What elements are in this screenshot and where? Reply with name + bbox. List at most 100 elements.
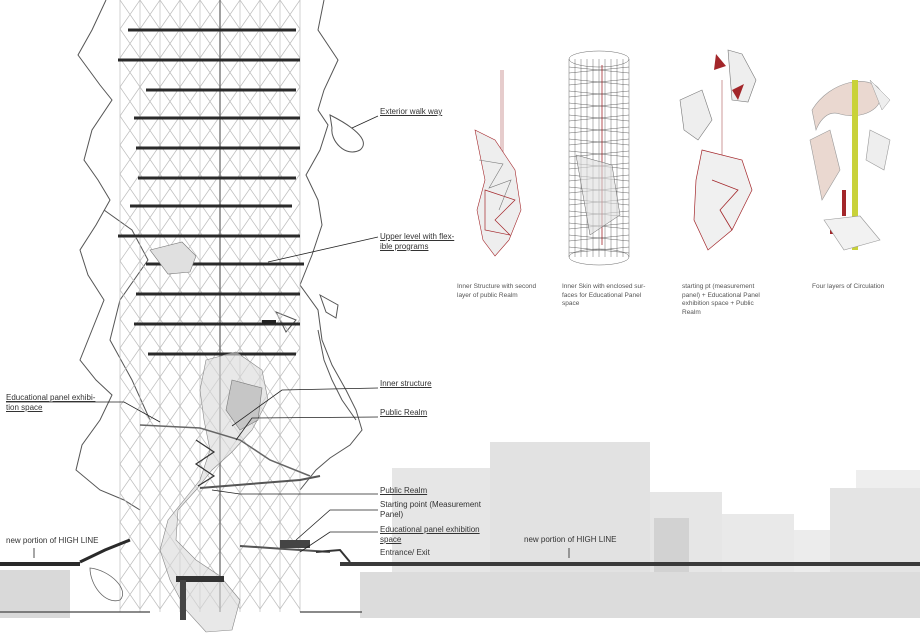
exterior-walkway-loop (329, 114, 364, 153)
public-realm-volume (149, 241, 197, 275)
high-line-ramp (315, 548, 351, 563)
thumb-mesh (714, 54, 726, 70)
grid-brace (259, 434, 281, 465)
grid-brace (159, 376, 181, 407)
grid-brace (199, 115, 221, 146)
high-line-ramp (79, 538, 131, 564)
grid-brace (259, 57, 281, 88)
stair (194, 439, 216, 487)
grid-brace (139, 28, 161, 59)
grid-brace (159, 28, 181, 59)
label-educational-panel-left: Educational panel exhibi- tion space (6, 393, 96, 412)
grid-brace (139, 550, 161, 581)
label-public-realm-2: Public Realm (380, 486, 428, 495)
grid-brace (279, 347, 301, 378)
grid-brace (239, 492, 261, 523)
thumb-mesh (727, 49, 757, 103)
grid-brace (139, 260, 161, 291)
grid-brace (139, 86, 161, 117)
label-exterior-walkway: Exterior walk way (380, 107, 443, 116)
grid-brace (279, 202, 301, 233)
exterior-skin (75, 0, 364, 511)
grid-brace (219, 115, 241, 146)
context-building (856, 470, 920, 488)
grid-brace (239, 86, 261, 117)
skin-internal-line (317, 329, 357, 421)
circulation-ramp (239, 545, 331, 553)
grid-brace (159, 0, 181, 30)
grid-brace (279, 57, 301, 88)
grid-brace (139, 463, 161, 494)
grid-brace (199, 86, 221, 117)
leader-line (351, 115, 379, 129)
thumb-mesh (478, 159, 512, 211)
grid-brace (239, 579, 261, 610)
grid-brace (119, 550, 141, 581)
leader-line (211, 489, 378, 495)
thumb-mesh (484, 189, 516, 236)
grid-brace (119, 376, 141, 407)
grid-brace (279, 28, 301, 59)
caption-starting-point: starting pt (measurement panel) + Educat… (682, 283, 760, 316)
leader-line (267, 236, 379, 263)
leader-lines (6, 115, 570, 558)
grid-brace (279, 376, 301, 407)
label-high-line-left: new portion of HIGH LINE (6, 536, 99, 545)
thumbnail-starting-point (679, 49, 757, 251)
grid-brace (179, 521, 201, 552)
label-educational-panel-right: Educational panel exhibition space (380, 525, 480, 544)
stair-block (176, 576, 224, 582)
grid-brace (239, 434, 261, 465)
thumbnail-inner-structure (474, 70, 522, 257)
thumb-mesh (693, 149, 753, 251)
grid-brace (179, 28, 201, 59)
context-building (360, 572, 920, 618)
grid-brace (279, 86, 301, 117)
grid-brace (179, 57, 201, 88)
grid-brace (279, 463, 301, 494)
grid-brace (219, 144, 241, 175)
grid-brace (259, 202, 281, 233)
grid-brace (119, 144, 141, 175)
grid-brace (119, 202, 141, 233)
grid-brace (239, 28, 261, 59)
label-entrance-exit: Entrance/ Exit (380, 548, 430, 557)
thumb-mesh (474, 129, 522, 257)
grid-brace (139, 434, 161, 465)
measurement-panel (280, 540, 310, 548)
grid-brace (119, 434, 141, 465)
thumbnail-inner-skin (568, 50, 630, 266)
grid-brace (219, 260, 241, 291)
thumb-bar (842, 190, 846, 216)
grid-brace (239, 260, 261, 291)
grid-brace (159, 463, 181, 494)
grid-brace (119, 347, 141, 378)
grid-brace (279, 173, 301, 204)
grid-brace (119, 260, 141, 291)
thumb-cylinder-line (568, 90, 630, 98)
grid-brace (119, 57, 141, 88)
ground-lines (0, 538, 920, 613)
high-line-slab (0, 562, 80, 566)
skin-left-outline (75, 0, 141, 511)
grid-brace (159, 434, 181, 465)
grid-brace (159, 144, 181, 175)
grid-brace (219, 86, 241, 117)
grid-brace (199, 492, 221, 523)
grid-brace (259, 144, 281, 175)
label-public-realm-1: Public Realm (380, 408, 428, 417)
grid-brace (119, 521, 141, 552)
grid-brace (279, 115, 301, 146)
grid-brace (279, 0, 301, 30)
thumb-cylinder-line (568, 114, 630, 122)
grid-brace (139, 376, 161, 407)
thumb-mesh (823, 215, 881, 251)
grid-brace (239, 0, 261, 30)
grid-brace (139, 405, 161, 436)
thumb-core (852, 80, 858, 250)
grid-brace (119, 492, 141, 523)
caption-circulation: Four layers of Circulation (812, 283, 885, 290)
grid-brace (159, 405, 181, 436)
grid-brace (179, 202, 201, 233)
